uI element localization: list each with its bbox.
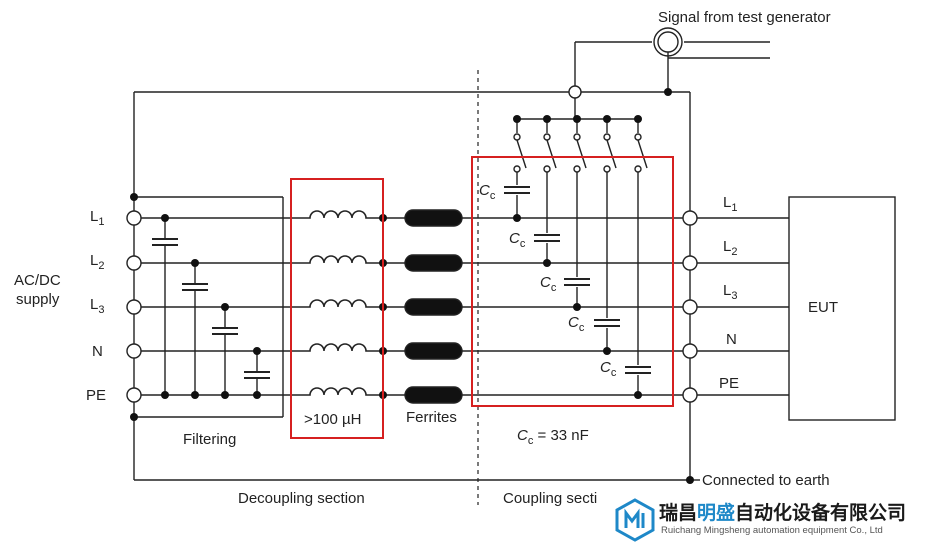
terminal	[126, 299, 142, 315]
coupling-label: Coupling secti	[503, 490, 597, 507]
terminal	[126, 210, 142, 226]
switch-blade	[516, 139, 527, 169]
junction-dot	[543, 259, 551, 267]
switch-contact	[573, 133, 581, 141]
junction-dot	[513, 115, 521, 123]
signal-transformer	[653, 27, 683, 57]
junction-dot	[191, 259, 199, 267]
ferrites-label: Ferrites	[406, 409, 457, 426]
cc-label-4: Cc	[568, 314, 585, 334]
switch-contact	[573, 165, 581, 173]
junction-dot	[573, 115, 581, 123]
inductor-highlight-box	[290, 178, 384, 439]
decoupling-label: Decoupling section	[238, 490, 365, 507]
junction-dot	[221, 391, 229, 399]
coupling-highlight-box	[471, 156, 674, 407]
junction-dot	[253, 391, 261, 399]
inductor-coil	[305, 210, 383, 219]
supply-label-line2: supply	[16, 291, 60, 308]
switch-contact	[634, 165, 642, 173]
output-label-l1: L1	[723, 194, 737, 214]
output-label-l2: L2	[723, 238, 737, 258]
terminal	[682, 343, 698, 359]
terminal	[568, 85, 582, 99]
junction-dot	[573, 303, 581, 311]
switch-contact	[513, 165, 521, 173]
signal-transformer	[657, 31, 679, 53]
switch-contact	[603, 133, 611, 141]
switch-blade	[637, 139, 648, 169]
junction-dots	[130, 88, 694, 484]
cc-label-3: Cc	[540, 274, 557, 294]
terminal	[126, 343, 142, 359]
output-label-l3: L3	[723, 282, 737, 302]
input-label-pe: PE	[86, 387, 106, 404]
company-name-zh: 瑞昌明盛自动化设备有限公司	[659, 502, 907, 524]
cc-label-2: Cc	[509, 230, 526, 250]
switch-contact	[603, 165, 611, 173]
junction-dot	[130, 193, 138, 201]
ferrite-bead	[404, 209, 463, 227]
ferrite-bead	[404, 254, 463, 272]
output-label-pe: PE	[719, 375, 739, 392]
inductor-coil	[305, 343, 383, 352]
junction-dot	[130, 413, 138, 421]
inductor-value-label: >100 µH	[304, 411, 361, 428]
inductor-coil	[305, 255, 383, 264]
inductor-coil	[305, 387, 383, 396]
eut-box	[788, 196, 896, 421]
junction-dot	[191, 391, 199, 399]
switch-blade	[606, 139, 617, 169]
input-label-l1: L1	[90, 208, 104, 228]
junction-dot	[161, 391, 169, 399]
filtering-label: Filtering	[183, 431, 236, 448]
junction-dot	[161, 214, 169, 222]
switch-blade	[546, 139, 557, 169]
terminal	[682, 210, 698, 226]
switch-blade	[576, 139, 587, 169]
junction-dot	[253, 347, 261, 355]
earth-label: Connected to earth	[702, 472, 830, 489]
inductor-coil	[305, 299, 383, 308]
input-label-l2: L2	[90, 252, 104, 272]
junction-dot	[603, 115, 611, 123]
switch-contact	[513, 133, 521, 141]
cc-value-label: Cc = 33 nF	[517, 427, 589, 447]
output-label-n: N	[726, 331, 737, 348]
company-logo-icon	[615, 498, 655, 542]
terminal	[126, 255, 142, 271]
junction-dot	[543, 115, 551, 123]
junction-dot	[221, 303, 229, 311]
cc-label-5: Cc	[600, 359, 617, 379]
ferrite-bead	[404, 386, 463, 404]
signal-label: Signal from test generator	[658, 9, 831, 26]
switch-contact	[543, 133, 551, 141]
ferrite-bead	[404, 298, 463, 316]
terminals	[126, 85, 698, 403]
supply-label-line1: AC/DC	[14, 272, 61, 289]
junction-dot	[634, 391, 642, 399]
company-watermark: 瑞昌明盛自动化设备有限公司 Ruichang Mingsheng automat…	[609, 496, 939, 544]
cc-label-1: Cc	[479, 182, 496, 202]
eut-label: EUT	[808, 299, 838, 316]
input-label-n: N	[92, 343, 103, 360]
junction-dot	[513, 214, 521, 222]
input-label-l3: L3	[90, 296, 104, 316]
junction-dot	[634, 115, 642, 123]
junction-dot	[664, 88, 672, 96]
terminal	[682, 255, 698, 271]
company-name-en: Ruichang Mingsheng automation equipment …	[661, 525, 883, 536]
switch-contact	[634, 133, 642, 141]
terminal	[682, 387, 698, 403]
terminal	[126, 387, 142, 403]
schematic-wiring	[133, 27, 789, 505]
junction-dot	[603, 347, 611, 355]
switch-contact	[543, 165, 551, 173]
ferrite-bead	[404, 342, 463, 360]
junction-dot	[686, 476, 694, 484]
terminal	[682, 299, 698, 315]
